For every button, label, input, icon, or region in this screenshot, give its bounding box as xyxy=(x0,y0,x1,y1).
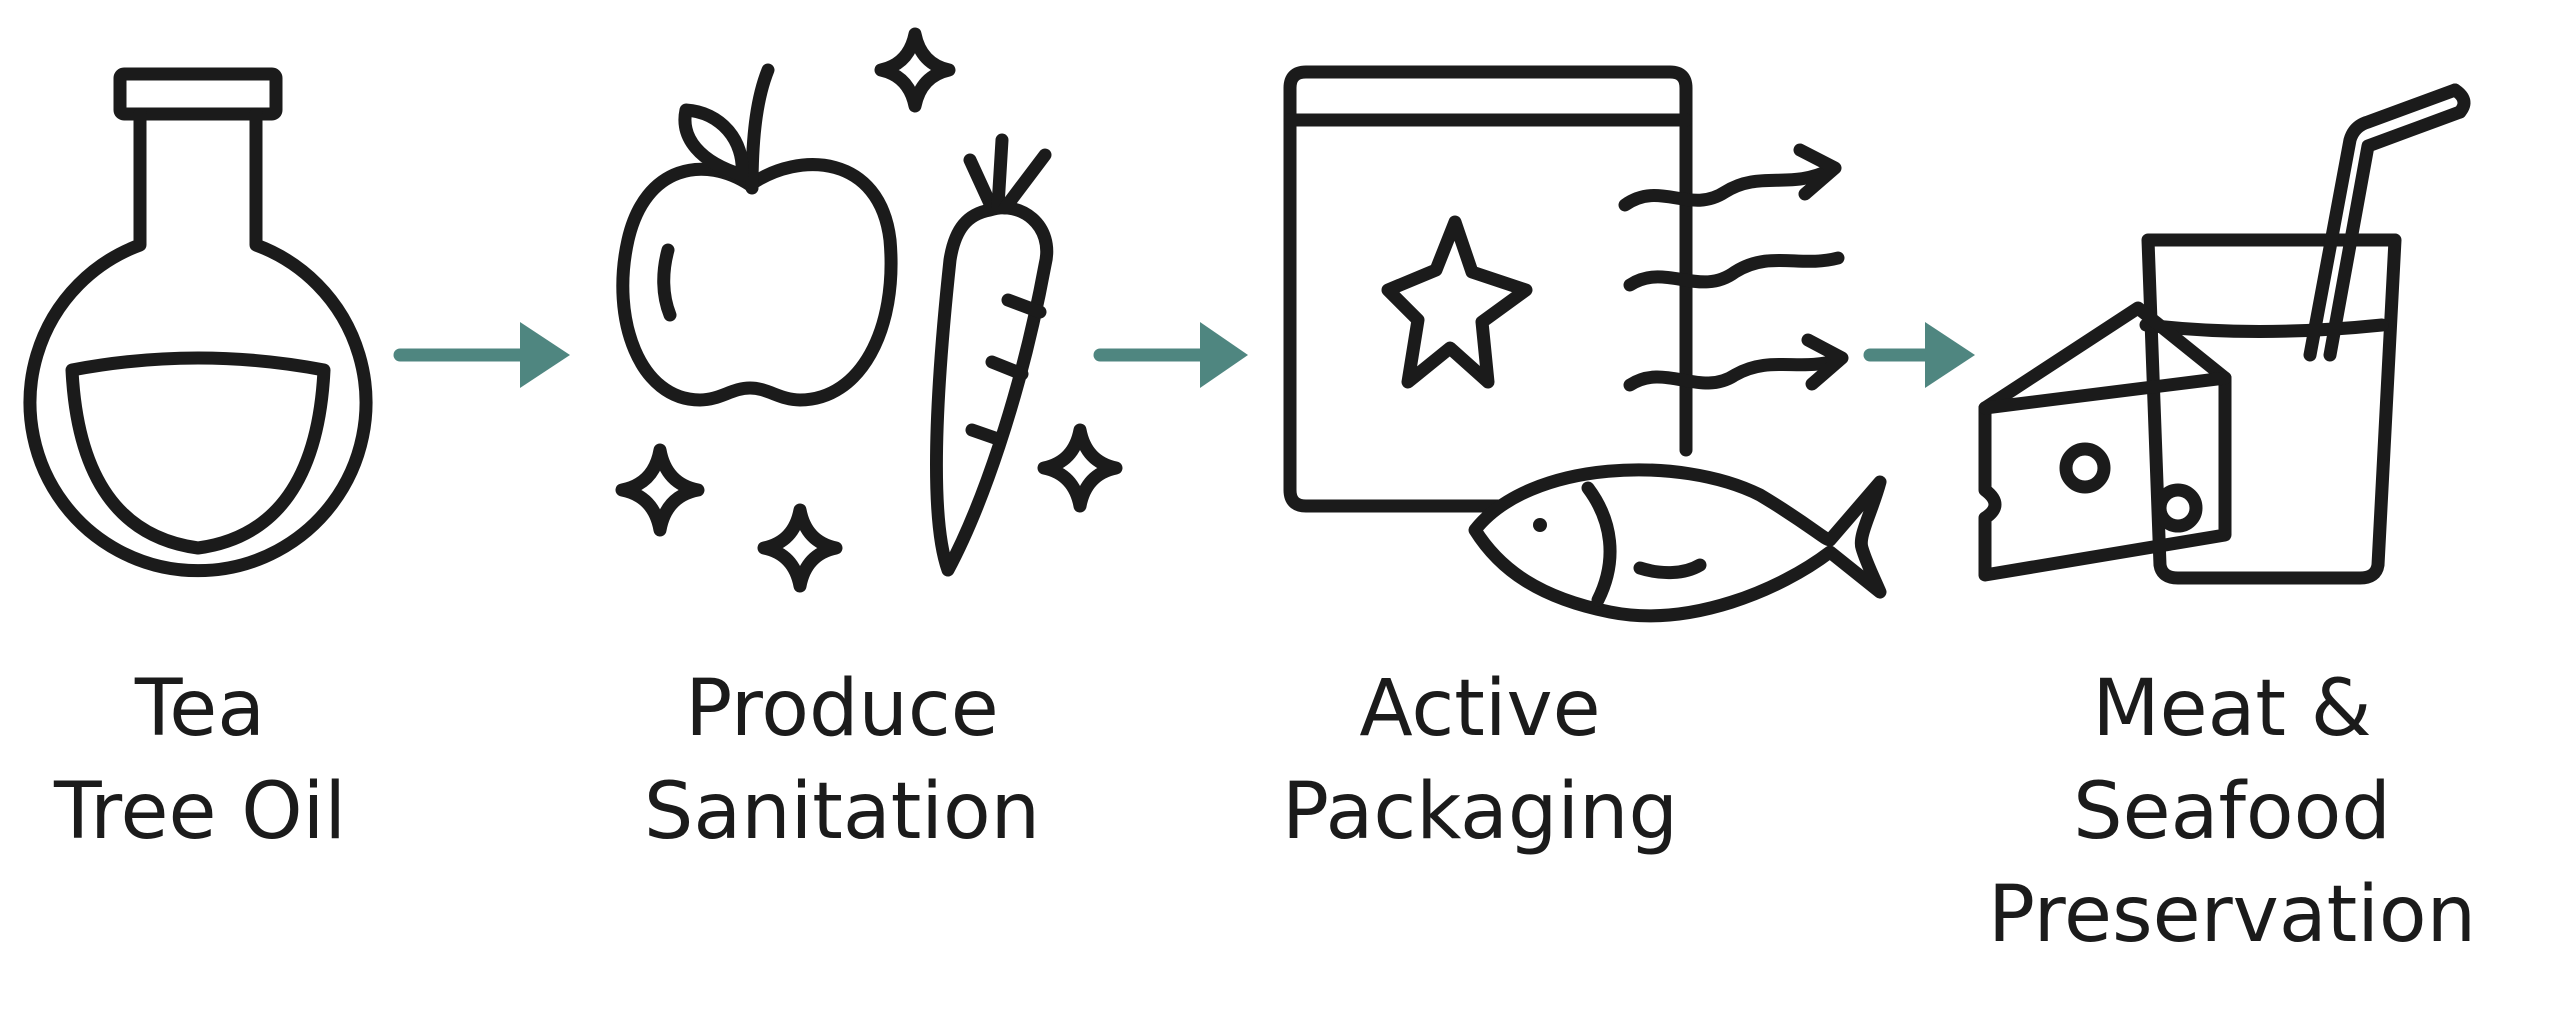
glass-icon xyxy=(2139,233,2402,585)
fish-icon xyxy=(1468,463,1887,623)
apple-icon xyxy=(616,63,898,407)
label-line: Tea xyxy=(134,664,265,754)
label-line: Sanitation xyxy=(644,767,1040,857)
flask-icon xyxy=(23,67,373,578)
sparkle-icon xyxy=(1037,423,1123,513)
arrow-3 xyxy=(1863,322,1975,388)
straw-icon xyxy=(2303,83,2471,362)
label-line: Produce xyxy=(685,664,999,754)
sparkle-icon xyxy=(615,443,705,537)
label-line: Tree Oil xyxy=(53,767,346,857)
label-line: Packaging xyxy=(1282,767,1678,857)
label-line: Active xyxy=(1359,664,1600,754)
sparkle-icon xyxy=(874,27,956,113)
sparkle-icon xyxy=(757,503,843,593)
arrow-2 xyxy=(1093,322,1248,388)
cheese-icon xyxy=(1978,301,2232,582)
package-icon xyxy=(1283,65,1887,623)
arrow-1 xyxy=(393,322,570,388)
step-label-meat-seafood-preservation: Meat & Seafood Preservation xyxy=(1988,664,2476,960)
star-icon xyxy=(1381,215,1533,389)
step-label-active-packaging: Active Packaging xyxy=(1282,664,1678,857)
label-line: Meat & xyxy=(2092,664,2371,754)
step-label-produce-sanitation: Produce Sanitation xyxy=(644,664,1040,857)
label-line: Preservation xyxy=(1988,870,2476,960)
produce-icon xyxy=(615,27,1123,593)
cheese-drink-icon xyxy=(1978,83,2471,585)
carrot-icon xyxy=(929,133,1054,577)
step-label-tea-tree-oil: Tea Tree Oil xyxy=(53,664,346,857)
label-line: Seafood xyxy=(2073,767,2391,857)
vapor-arrows-icon xyxy=(1618,143,1849,392)
